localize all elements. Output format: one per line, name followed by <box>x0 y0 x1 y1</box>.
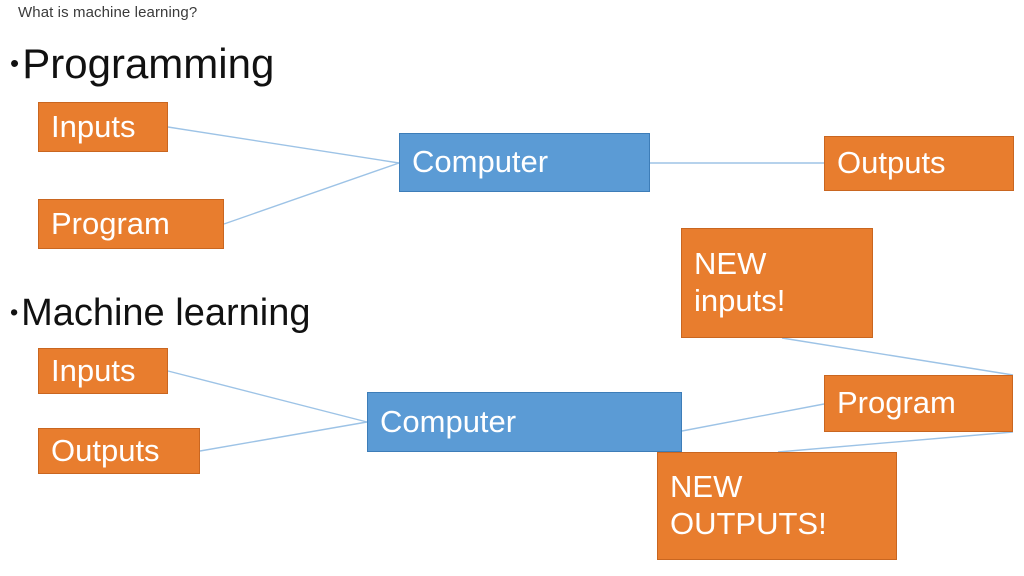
edge-outputs-to-computer-2 <box>199 421 368 452</box>
node-new-inputs[interactable]: NEW inputs! <box>681 228 873 338</box>
node-inputs-machine-learning[interactable]: Inputs <box>38 348 168 394</box>
node-new-outputs[interactable]: NEW OUTPUTS! <box>657 452 897 560</box>
node-outputs-programming[interactable]: Outputs <box>824 136 1014 191</box>
edge-inputs-to-computer-1 <box>167 126 400 164</box>
edge-newinputs-to-program <box>781 337 1014 376</box>
edge-inputs-to-computer-2 <box>167 370 368 423</box>
bullet-icon: • <box>10 298 19 325</box>
heading-machine-learning-label: Machine learning <box>21 292 311 334</box>
node-inputs-programming[interactable]: Inputs <box>38 102 168 152</box>
edge-program-to-computer-1 <box>223 162 400 225</box>
node-outputs-machine-learning[interactable]: Outputs <box>38 428 200 474</box>
bullet-icon: • <box>10 48 20 79</box>
node-computer-programming[interactable]: Computer <box>399 133 650 192</box>
node-program-machine-learning[interactable]: Program <box>824 375 1013 432</box>
heading-programming: • Programming <box>10 40 274 88</box>
edge-program-to-newoutputs <box>777 431 1014 453</box>
slide-title: What is machine learning? <box>18 4 198 21</box>
edge-computer-to-program-2 <box>681 403 825 432</box>
heading-machine-learning: • Machine learning <box>10 292 310 335</box>
heading-programming-label: Programming <box>22 40 275 87</box>
node-program-programming[interactable]: Program <box>38 199 224 249</box>
node-computer-machine-learning[interactable]: Computer <box>367 392 682 452</box>
